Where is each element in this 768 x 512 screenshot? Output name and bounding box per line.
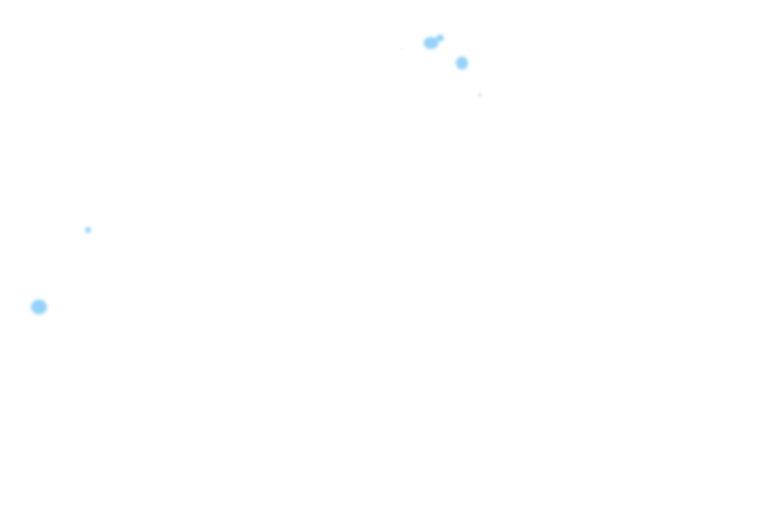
map-feature-speck xyxy=(478,93,482,97)
map-feature-blob xyxy=(31,299,47,315)
map-feature-blob xyxy=(85,227,91,233)
map-feature-specks xyxy=(401,48,482,97)
map-feature-speck xyxy=(401,48,403,50)
map-feature-blob xyxy=(423,37,439,49)
map-feature-cluster-left xyxy=(31,227,91,315)
map-feature-blob xyxy=(436,34,444,42)
map-feature-blob xyxy=(456,56,468,70)
map-feature-cluster-top xyxy=(423,34,468,70)
